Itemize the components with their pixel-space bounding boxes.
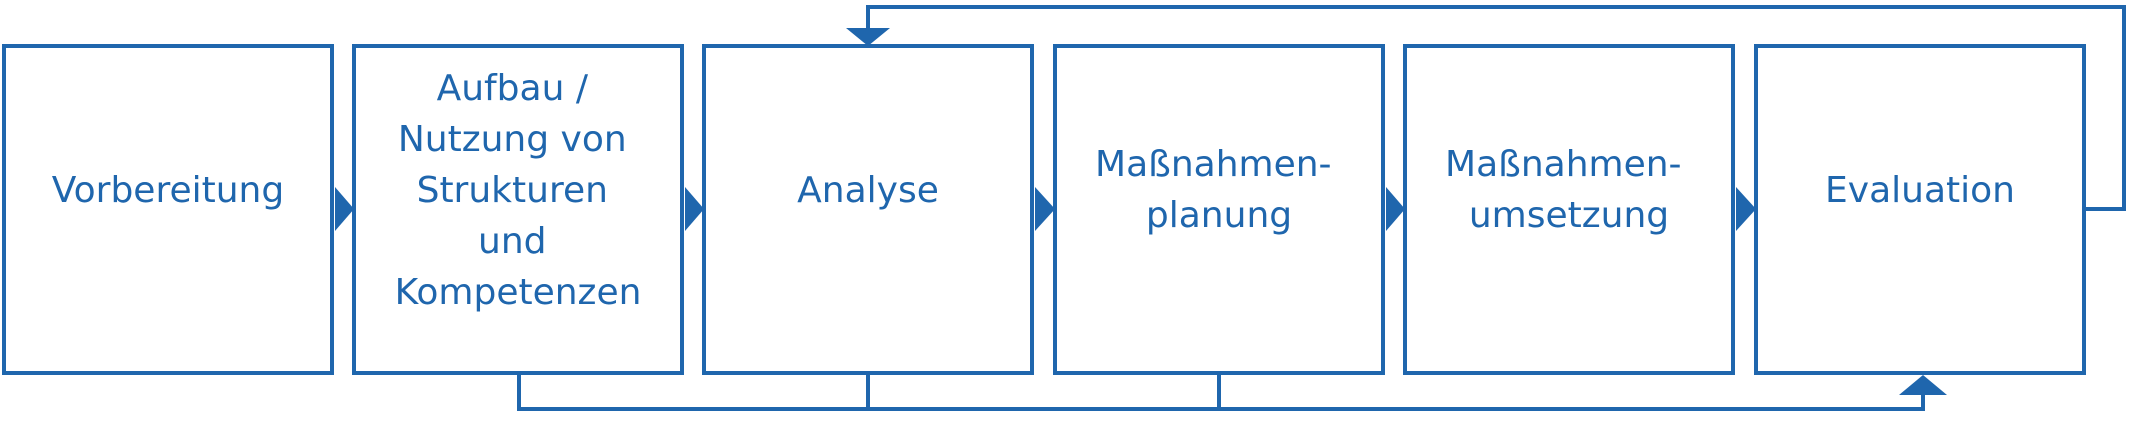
label-aufbau: Aufbau / Nutzung von Strukturen und Komp… [395,68,642,313]
feedback-loop-top [866,5,2126,211]
box-massnahmenplanung [1053,44,1385,375]
arrow-right-icon [1035,187,1055,231]
label-massnahmenplanung: Maßnahmen- planung [1095,144,1343,236]
arrow-up-icon [1899,375,1947,395]
box-evaluation [1754,44,2086,375]
label-vorbereitung: Vorbereitung [52,170,284,211]
box-aufbau [352,44,684,375]
arrow-right-icon [1386,187,1405,231]
label-massnahmenumsetzung: Maßnahmen- umsetzung [1445,144,1693,236]
arrow-right-icon [335,187,354,231]
label-evaluation: Evaluation [1825,170,2015,211]
box-massnahmenumsetzung [1403,44,1735,375]
box-vorbereitung [2,44,334,375]
arrow-down-icon [846,28,890,46]
arrow-right-icon [685,187,704,231]
label-analyse: Analyse [797,170,939,211]
arrow-right-icon [1736,187,1756,231]
